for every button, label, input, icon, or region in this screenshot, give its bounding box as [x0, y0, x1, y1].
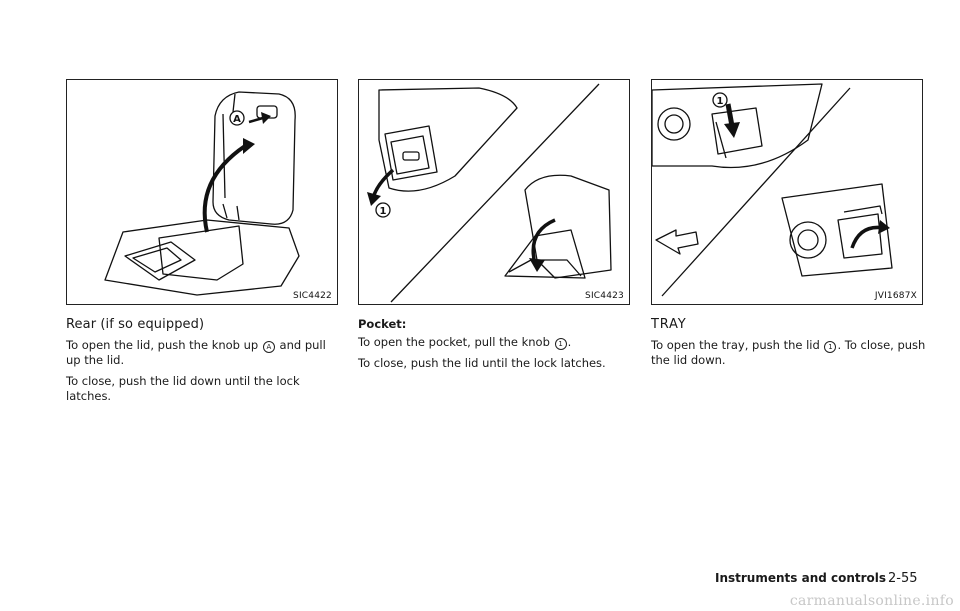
tray-text-b: . To close, push the lid down. [651, 338, 926, 367]
rear-close-instructions: To close, push the lid down until the lo… [66, 374, 300, 403]
rear-open-instructions: To open the lid, push the knob up A and … [66, 338, 342, 368]
rear-section: Rear (if so equipped) To open the lid, p… [66, 317, 342, 410]
rear-open-text-b: and pull up the lid. [66, 338, 326, 367]
svg-text:1: 1 [380, 206, 387, 217]
tray-illustration: 1 [652, 83, 893, 297]
tray-section: TRAY To open the tray, push the lid 1. T… [651, 317, 927, 374]
callout-1-marker: 1 [554, 338, 567, 350]
figure-tray: 1 JVI1687X [651, 79, 923, 305]
figure-code: SIC4423 [585, 291, 624, 301]
figure-code: SIC4422 [293, 291, 332, 301]
callout-1-marker: 1 [824, 341, 837, 353]
pocket-section: Pocket: To open the pocket, pull the kno… [358, 317, 634, 377]
tray-text-a: To open the tray, push the lid [651, 338, 820, 352]
figure-rear-armrest: A SIC4422 [66, 79, 338, 305]
svg-text:1: 1 [717, 96, 724, 107]
pocket-open-text-a: To open the pocket, pull the knob [358, 335, 550, 349]
tray-heading: TRAY [651, 317, 687, 332]
tray-instructions: To open the tray, push the lid 1. To clo… [651, 338, 927, 368]
page-number: 2-55 [888, 571, 918, 586]
footer-section-title: Instruments and controls [715, 571, 887, 585]
pocket-open-text-b: . [567, 335, 572, 349]
rear-open-text-a: To open the lid, push the knob up [66, 338, 259, 352]
pocket-subheading: Pocket: [358, 317, 407, 331]
rear-armrest-illustration: A [104, 91, 300, 296]
watermark: carmanualsonline.info [789, 593, 954, 609]
pocket-illustration: 1 [367, 83, 612, 303]
rear-heading: Rear (if so equipped) [66, 317, 205, 332]
pocket-close-instructions: To close, push the lid until the lock la… [358, 356, 606, 370]
callout-a-marker: A [262, 341, 275, 353]
pocket-open-instructions: To open the pocket, pull the knob 1. [358, 335, 634, 350]
svg-text:A: A [233, 114, 241, 125]
figure-code: JVI1687X [874, 291, 917, 301]
figure-pocket: 1 SIC4423 [358, 79, 630, 305]
